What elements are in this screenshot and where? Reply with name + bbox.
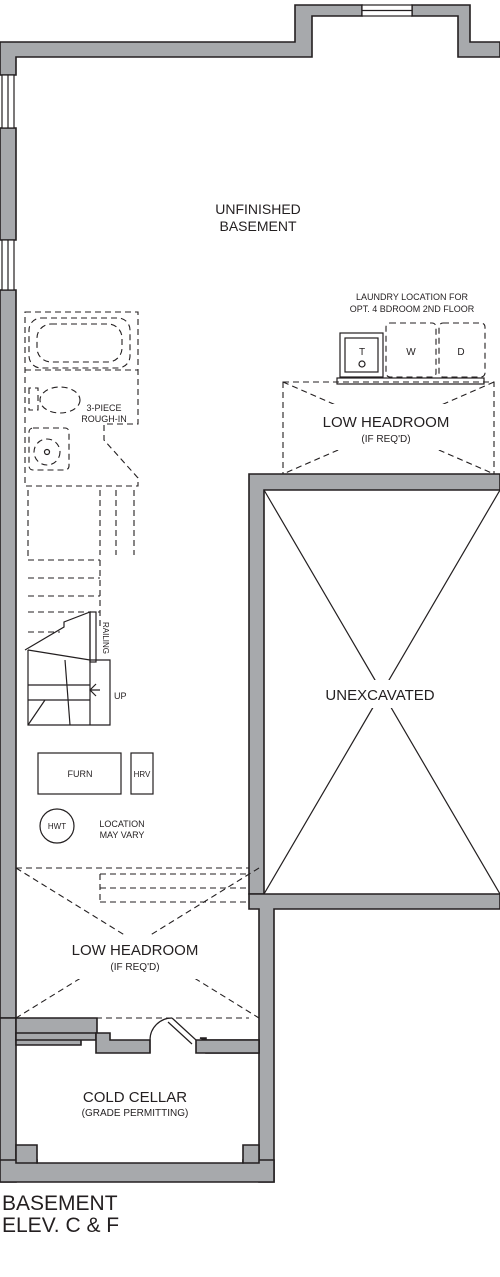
hwt-label: HWT <box>48 822 66 831</box>
hot-water-tank <box>39 808 75 844</box>
rough-in-label-line2: ROUGH-IN <box>81 414 127 424</box>
low-headroom-top <box>282 381 495 475</box>
furnace-label: FURN <box>68 769 93 779</box>
laundry-area <box>336 322 486 385</box>
mechanical-equipment <box>37 752 154 844</box>
low-headroom-bottom-title: LOW HEADROOM <box>72 942 199 959</box>
unexcavated-area <box>263 489 500 895</box>
low-headroom-top-note: (IF REQ'D) <box>361 434 410 445</box>
room-labels: UNFINISHED BASEMENT LAUNDRY LOCATION FOR… <box>48 201 475 1119</box>
furnace <box>37 752 122 795</box>
low-headroom-bottom <box>15 867 260 1019</box>
laundry-tub-label: T <box>359 347 365 358</box>
low-headroom-bottom-note: (IF REQ'D) <box>110 962 159 973</box>
hrv-unit <box>130 752 154 795</box>
staircase <box>24 490 135 726</box>
walls <box>0 4 500 1183</box>
stair-up-label: UP <box>114 691 127 701</box>
windows <box>1 4 413 291</box>
laundry-note-line1: LAUNDRY LOCATION FOR <box>356 292 469 302</box>
hrv-label: HRV <box>134 770 151 779</box>
location-note-line2: MAY VARY <box>100 830 145 840</box>
plan-caption-line2: ELEV. C & F <box>2 1214 120 1237</box>
location-note-line1: LOCATION <box>99 819 144 829</box>
laundry-note-line2: OPT. 4 BDROOM 2ND FLOOR <box>350 304 475 314</box>
railing-label: RAILING <box>101 622 110 654</box>
rough-in-bathroom <box>24 311 139 487</box>
unfinished-basement-label-line2: BASEMENT <box>219 218 296 234</box>
low-headroom-top-title: LOW HEADROOM <box>323 414 450 431</box>
dryer-label: D <box>457 347 464 358</box>
cold-cellar-note: (GRADE PERMITTING) <box>82 1108 189 1119</box>
unfinished-basement-label-line1: UNFINISHED <box>215 201 301 217</box>
unexcavated-label: UNEXCAVATED <box>325 687 434 704</box>
washer-label: W <box>406 347 416 358</box>
plan-caption-line1: BASEMENT <box>2 1192 118 1215</box>
rough-in-label-line1: 3-PIECE <box>86 403 121 413</box>
cold-cellar-title: COLD CELLAR <box>83 1089 187 1106</box>
cold-cellar-door <box>149 1017 197 1053</box>
